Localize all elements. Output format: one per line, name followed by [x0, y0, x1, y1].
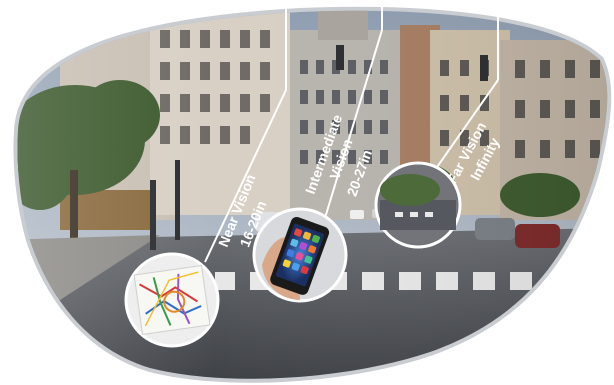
smartphone-icon	[270, 216, 330, 295]
far-vision-inset	[374, 161, 462, 249]
intermediate-vision-leader-diagonal	[324, 29, 383, 219]
far-vision-leader-diagonal	[434, 79, 499, 171]
leader-lines	[204, 0, 499, 263]
near-vision-leader-diagonal	[204, 89, 287, 263]
intermediate-vision-inset	[252, 207, 348, 303]
map-icon	[133, 264, 211, 336]
near-vision-inset	[124, 252, 220, 348]
